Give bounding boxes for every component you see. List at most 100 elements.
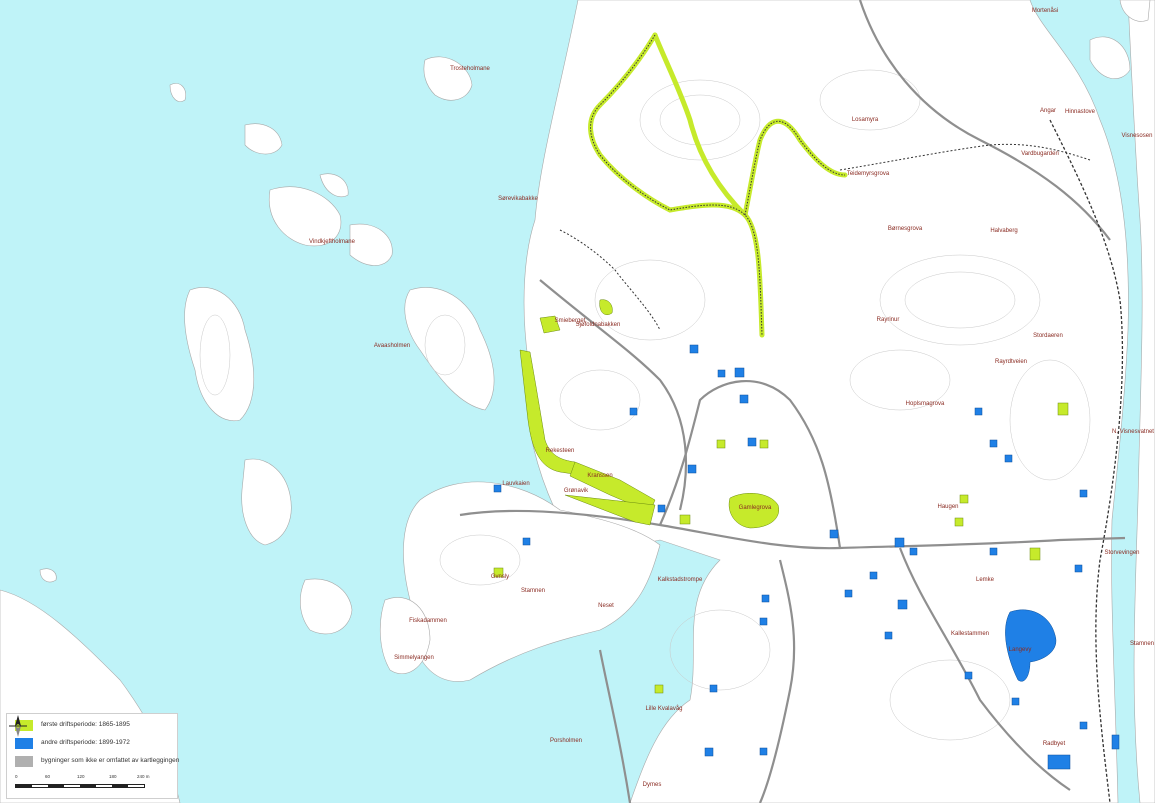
first-period-building bbox=[959, 494, 969, 504]
place-label: Stamnen bbox=[521, 588, 545, 594]
legend-label-not-mapped: bygninger som ikke er omfattet av kartle… bbox=[41, 757, 180, 764]
second-period-building bbox=[522, 537, 531, 546]
second-period-building bbox=[734, 367, 745, 378]
mainland bbox=[523, 0, 1129, 803]
second-period-pond-langevy bbox=[1005, 609, 1057, 682]
legend-swatch-not-mapped bbox=[15, 756, 33, 767]
first-period-building bbox=[654, 684, 664, 694]
first-period-area-gamlegrova bbox=[728, 493, 780, 529]
place-label: Trosteholmane bbox=[450, 66, 490, 72]
second-period-building bbox=[1004, 454, 1013, 463]
second-period-building bbox=[1111, 734, 1120, 750]
place-label: Halvaberg bbox=[990, 228, 1017, 234]
place-label: Børnesgrova bbox=[888, 226, 923, 232]
island bbox=[169, 83, 186, 102]
second-period-building bbox=[1011, 697, 1020, 706]
second-period-building bbox=[1079, 721, 1088, 730]
first-period-area bbox=[539, 315, 561, 334]
place-label: Lauvkaien bbox=[502, 481, 529, 487]
place-label: Vardbugarden bbox=[1021, 151, 1059, 157]
place-label: Sjøfoldnabakken bbox=[576, 322, 621, 328]
second-period-features bbox=[493, 344, 1120, 770]
roads bbox=[459, 0, 1126, 803]
first-period-building bbox=[493, 567, 504, 578]
island bbox=[184, 287, 254, 422]
place-label: Stordaeren bbox=[1033, 333, 1063, 339]
second-period-building bbox=[974, 407, 983, 416]
place-label: Rayrdtveien bbox=[995, 359, 1027, 365]
place-label: Gvnsly bbox=[491, 574, 509, 580]
scale-tick-label: 0 bbox=[15, 774, 18, 779]
second-period-building bbox=[869, 571, 878, 580]
second-period-building bbox=[704, 747, 714, 757]
island bbox=[39, 568, 57, 583]
first-period-building bbox=[954, 517, 964, 527]
second-period-building bbox=[844, 589, 853, 598]
island bbox=[1119, 0, 1151, 22]
first-period-track bbox=[652, 32, 748, 218]
place-label: Stamnen bbox=[1130, 641, 1154, 647]
first-period-building bbox=[759, 439, 769, 449]
map-legend: første driftsperiode: 1865-1895 andre dr… bbox=[6, 713, 180, 799]
island bbox=[379, 597, 431, 675]
first-period-quarry-shore bbox=[519, 349, 581, 476]
first-period-building bbox=[716, 439, 726, 449]
second-period-building bbox=[761, 594, 770, 603]
second-period-building bbox=[687, 464, 697, 474]
second-period-building bbox=[657, 504, 666, 513]
place-label: N. Visnesvatnet bbox=[1112, 429, 1154, 435]
second-period-building bbox=[629, 407, 638, 416]
second-period-building bbox=[689, 344, 699, 354]
footpath bbox=[559, 229, 661, 331]
second-period-building bbox=[747, 437, 757, 447]
place-label: Langevy bbox=[1009, 647, 1032, 653]
contour-lines bbox=[199, 69, 1091, 741]
place-label: Haugen bbox=[937, 504, 958, 510]
first-period-track-centerline bbox=[590, 34, 763, 336]
legend-label-second-period: andre driftsperiode: 1899-1972 bbox=[41, 739, 130, 746]
railway-line bbox=[1049, 119, 1124, 803]
island bbox=[1089, 36, 1131, 79]
second-period-building bbox=[709, 684, 718, 693]
east-shore bbox=[1127, 0, 1155, 803]
second-period-building bbox=[1074, 564, 1083, 573]
island bbox=[241, 458, 292, 546]
island bbox=[268, 186, 342, 247]
place-label: Kalkstadstrompe bbox=[658, 577, 703, 583]
place-label: Teidemyrsgrova bbox=[847, 171, 890, 177]
place-label: Mortenåsi bbox=[1032, 7, 1058, 14]
place-label: Kranssen bbox=[587, 473, 612, 479]
footpath bbox=[839, 143, 1091, 171]
place-label: Vindkjeftholmane bbox=[309, 239, 356, 245]
place-label: Gamlegrova bbox=[739, 505, 772, 511]
first-period-features bbox=[493, 32, 1069, 694]
second-period-building bbox=[884, 631, 893, 640]
place-label: Porsholmen bbox=[550, 738, 582, 744]
scale-tick-label: 120 bbox=[77, 774, 85, 779]
place-label: Grønavik bbox=[564, 488, 589, 494]
second-period-building bbox=[964, 671, 973, 680]
north-arrow-icon bbox=[9, 715, 27, 737]
legend-swatch-second-period bbox=[15, 738, 33, 749]
first-period-track bbox=[742, 118, 848, 218]
place-label: Avaasholmen bbox=[374, 343, 410, 349]
place-label: Simmelyangen bbox=[394, 655, 434, 661]
place-label: Angar bbox=[1040, 108, 1056, 114]
first-period-area bbox=[599, 299, 613, 316]
second-period-building bbox=[759, 617, 768, 626]
place-label: Radbyet bbox=[1043, 741, 1066, 747]
place-label: Visnesosen bbox=[1122, 133, 1153, 139]
scale-bar bbox=[15, 784, 145, 788]
island bbox=[404, 287, 495, 411]
second-period-building bbox=[989, 547, 998, 556]
place-label: Rayrinur bbox=[877, 317, 900, 323]
island bbox=[349, 223, 393, 266]
second-period-building bbox=[989, 439, 998, 448]
second-period-building bbox=[1079, 489, 1088, 498]
place-label: Kallestammen bbox=[951, 631, 989, 637]
legend-label-first-period: første driftsperiode: 1865-1895 bbox=[41, 721, 130, 728]
place-label: Losamyra bbox=[852, 117, 879, 123]
